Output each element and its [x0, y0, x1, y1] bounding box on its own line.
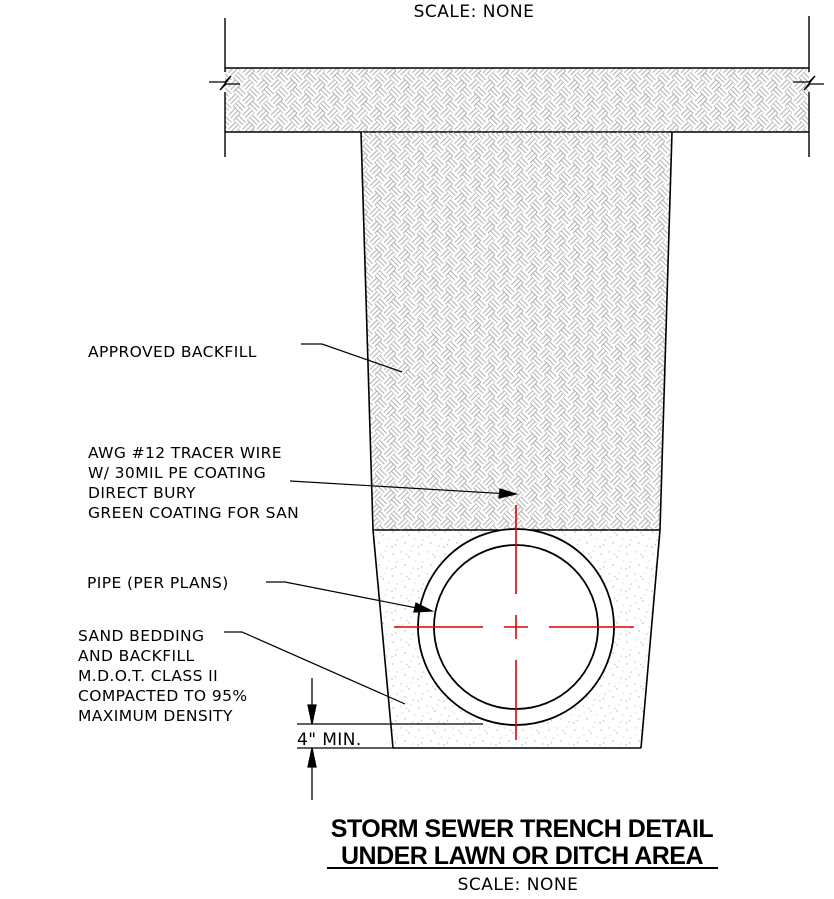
bedding-label-line-3: M.D.O.T. CLASS II [78, 667, 218, 685]
drawing-subtitle: UNDER LAWN OR DITCH AREA [341, 842, 704, 870]
title-scale-label: SCALE: NONE [458, 875, 579, 895]
break-symbol-right [793, 75, 824, 91]
drawing-title: STORM SEWER TRENCH DETAIL [331, 815, 714, 843]
pipe-centerlines [394, 505, 634, 740]
pipe-label: PIPE (PER PLANS) [87, 574, 229, 592]
break-symbol-left [209, 75, 240, 91]
dimension-label: 4" MIN. [297, 730, 362, 750]
tracer-label-line-1: AWG #12 TRACER WIRE [88, 444, 282, 462]
tracer-label-line-2: W/ 30MIL PE COATING [88, 464, 266, 482]
bedding-label-line-1: SAND BEDDING [78, 627, 204, 645]
backfill-zone [360, 131, 673, 531]
bedding-label-line-5: MAXIMUM DENSITY [78, 707, 233, 725]
bedding-label-line-4: COMPACTED TO 95% [78, 687, 247, 705]
tracer-label-line-4: GREEN COATING FOR SAN [88, 504, 299, 522]
bedding-label-line-2: AND BACKFILL [78, 647, 195, 665]
approved-backfill-label: APPROVED BACKFILL [88, 343, 257, 361]
top-scale-label: SCALE: NONE [414, 2, 535, 22]
label-leaders [224, 343, 519, 705]
tracer-label-line-3: DIRECT BURY [88, 484, 196, 502]
min-bedding-dimension [297, 678, 483, 800]
